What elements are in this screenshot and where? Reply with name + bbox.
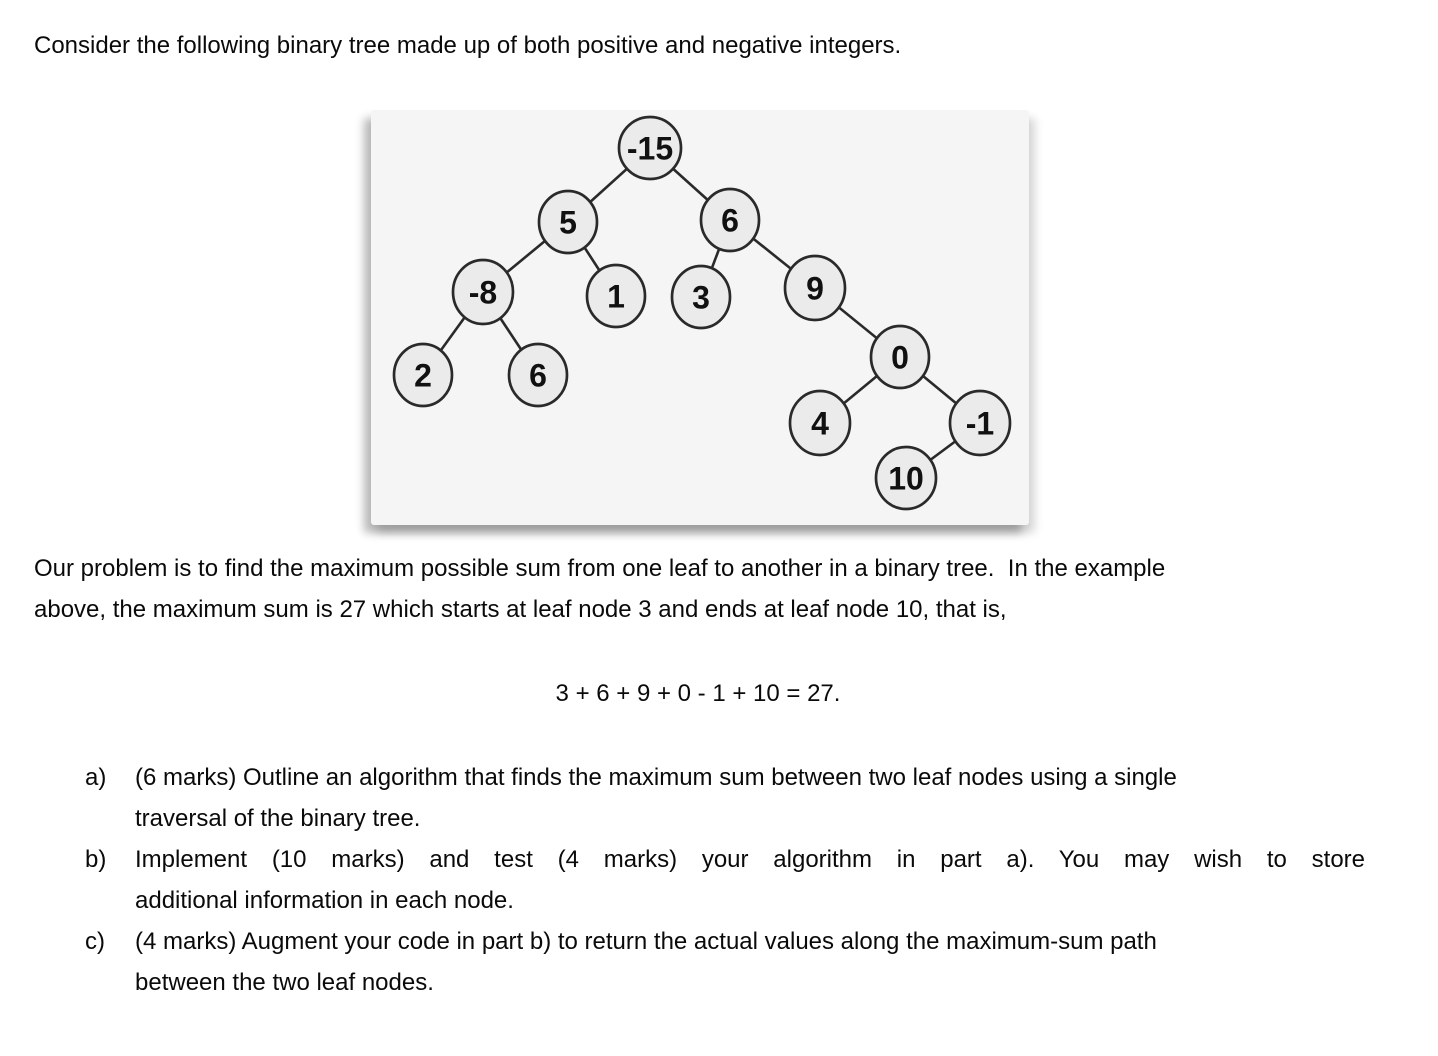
tree-node: 4 — [788, 389, 852, 457]
tree-node: -8 — [451, 258, 515, 326]
tree-node: 2 — [392, 342, 454, 408]
tree-nodes: -15 5 6 -8 1 3 — [392, 115, 1012, 511]
svg-text:5: 5 — [559, 205, 577, 241]
svg-text:9: 9 — [806, 271, 824, 307]
svg-text:6: 6 — [721, 203, 739, 239]
task-item-b: b) Implement (10 marks) and test (4 mark… — [85, 839, 1375, 921]
task-item-c: c) (4 marks) Augment your code in part b… — [85, 921, 1375, 1003]
tree-node: 6 — [699, 187, 761, 253]
task-text: (6 marks) Outline an algorithm that find… — [135, 757, 1365, 839]
tree-node: 1 — [585, 263, 647, 329]
intro-paragraph: Consider the following binary tree made … — [34, 32, 902, 59]
task-text: Implement (10 marks) and test (4 marks) … — [135, 839, 1365, 921]
svg-text:-1: -1 — [966, 406, 994, 442]
svg-text:10: 10 — [888, 461, 924, 497]
text-line: (6 marks) Outline an algorithm that find… — [135, 764, 1177, 791]
tree-node: 9 — [783, 254, 847, 322]
svg-text:6: 6 — [529, 358, 547, 394]
text-line: Implement (10 marks) and test (4 marks) … — [135, 846, 1365, 873]
svg-text:2: 2 — [414, 358, 432, 394]
svg-text:-8: -8 — [469, 275, 497, 311]
tree-node-root: -15 — [617, 115, 683, 181]
task-text: (4 marks) Augment your code in part b) t… — [135, 921, 1365, 1003]
problem-statement: Our problem is to find the maximum possi… — [34, 548, 1414, 630]
text-line: additional information in each node. — [135, 887, 514, 914]
svg-text:3: 3 — [692, 280, 710, 316]
tree-node: -1 — [948, 389, 1012, 457]
text-line: (4 marks) Augment your code in part b) t… — [135, 928, 1157, 955]
text-line: Our problem is to find the maximum possi… — [34, 555, 1166, 582]
tree-node: 5 — [537, 189, 599, 255]
text-line: traversal of the binary tree. — [135, 805, 421, 832]
tree-node: 3 — [670, 264, 732, 330]
tree-node: 6 — [507, 342, 569, 408]
svg-text:0: 0 — [891, 340, 909, 376]
svg-text:4: 4 — [811, 406, 829, 442]
text-line: between the two leaf nodes. — [135, 969, 434, 996]
text-line: above, the maximum sum is 27 which start… — [34, 596, 1007, 623]
task-marker: c) — [85, 928, 105, 955]
task-marker: b) — [85, 846, 107, 873]
svg-text:1: 1 — [607, 279, 625, 315]
task-marker: a) — [85, 764, 107, 791]
task-item-a: a) (6 marks) Outline an algorithm that f… — [85, 757, 1375, 839]
tree-node: 0 — [869, 324, 931, 390]
task-list: a) (6 marks) Outline an algorithm that f… — [85, 757, 1375, 1003]
binary-tree-figure: -15 5 6 -8 1 3 — [371, 110, 1029, 525]
svg-text:-15: -15 — [627, 131, 673, 167]
sum-equation: 3 + 6 + 9 + 0 - 1 + 10 = 27. — [555, 680, 841, 707]
tree-node: 10 — [874, 445, 938, 511]
binary-tree-svg: -15 5 6 -8 1 3 — [392, 115, 1012, 511]
